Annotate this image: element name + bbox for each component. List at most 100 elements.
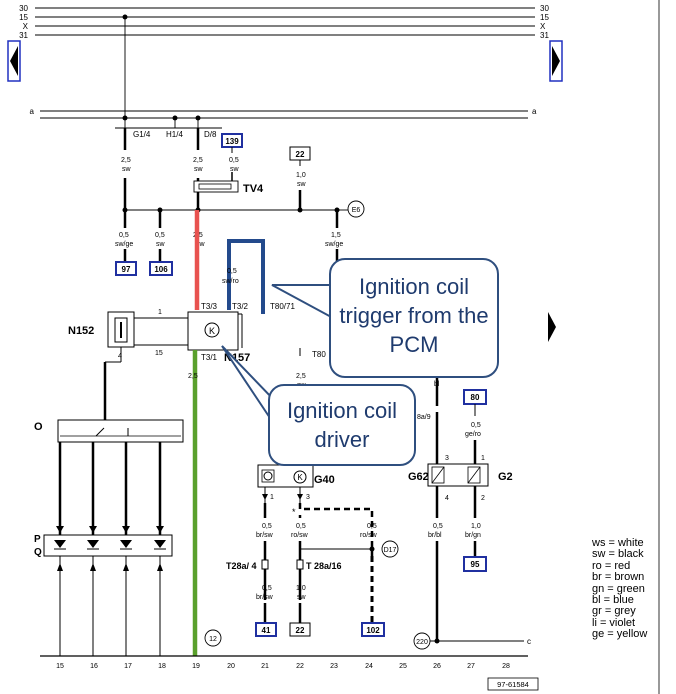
svg-text:0,5: 0,5 — [119, 232, 129, 239]
bus-label-31-right: 31 — [540, 31, 549, 40]
svg-text:sw: sw — [297, 181, 307, 188]
svg-text:0,5: 0,5 — [262, 585, 272, 592]
svg-text:sw: sw — [122, 166, 132, 173]
svg-text:0,5: 0,5 — [262, 523, 272, 530]
svg-text:T3/2: T3/2 — [232, 302, 249, 311]
svg-text:T3/1: T3/1 — [201, 353, 218, 362]
svg-text:c: c — [527, 637, 531, 646]
svg-text:22: 22 — [296, 626, 305, 635]
svg-text:T28a/ 4: T28a/ 4 — [226, 561, 257, 571]
ref-box-22-bottom[interactable] — [289, 622, 311, 637]
svg-text:2,5: 2,5 — [296, 373, 306, 380]
svg-text:P: P — [34, 534, 41, 545]
g2-label: G2 — [498, 471, 513, 483]
svg-text:0,5: 0,5 — [296, 523, 306, 530]
svg-text:0,5: 0,5 — [155, 232, 165, 239]
svg-text:16: 16 — [90, 663, 98, 670]
svg-text:26: 26 — [433, 663, 441, 670]
svg-text:0,5: 0,5 — [229, 157, 239, 164]
svg-text:sw: sw — [230, 166, 240, 173]
svg-text:95: 95 — [471, 560, 480, 569]
n152-component: N152 1 15 4 — [68, 309, 188, 360]
callout-driver: Ignition coil driver — [268, 384, 416, 466]
next-page-arrow-icon[interactable] — [549, 40, 563, 82]
prev-page-arrow-icon[interactable] — [7, 40, 21, 82]
legend-item: ro = red — [592, 559, 631, 572]
pq-component: P Q — [34, 534, 173, 558]
callout-driver-text: Ignition coil driver — [286, 398, 398, 452]
next-arrow-icon[interactable] — [548, 312, 556, 342]
svg-text:22: 22 — [296, 663, 304, 670]
ref-box-102[interactable] — [361, 622, 385, 637]
svg-text:sw/ge: sw/ge — [115, 241, 133, 248]
svg-text:sw: sw — [194, 166, 204, 173]
ref-box-97[interactable] — [115, 261, 137, 276]
svg-text:41: 41 — [262, 626, 271, 635]
bus-label-31-left: 31 — [19, 31, 28, 40]
g40-component: K G40 1 3 — [257, 464, 335, 501]
ref-box-106[interactable] — [149, 261, 173, 276]
svg-text:80: 80 — [471, 393, 480, 402]
legend-item: ge = yellow — [592, 628, 648, 641]
bus-label-30-right: 30 — [540, 4, 549, 13]
ref-box-95[interactable] — [463, 556, 487, 572]
bus-label-15-left: 15 — [19, 13, 28, 22]
bus-label-30-left: 30 — [19, 4, 28, 13]
ground-12 — [204, 629, 222, 647]
svg-text:19: 19 — [192, 663, 200, 670]
svg-text:sw: sw — [156, 241, 166, 248]
g62-g2-component: G62 G2 — [408, 463, 513, 487]
trigger-trace-blue — [227, 239, 265, 314]
terminal-h14: H1/4 — [166, 130, 183, 139]
terminal-d8: D/8 — [204, 130, 217, 139]
svg-text:sw/ge: sw/ge — [325, 241, 343, 248]
bottom-track-numbers: 15 16 17 18 19 20 21 22 23 24 25 26 27 2… — [56, 663, 510, 670]
svg-text:25: 25 — [399, 663, 407, 670]
legend-item: ws = white — [592, 537, 644, 549]
terminal-g14: G1/4 — [133, 130, 151, 139]
svg-text:15: 15 — [155, 350, 163, 357]
svg-text:3: 3 — [306, 494, 310, 501]
svg-text:sw: sw — [297, 594, 307, 601]
svg-text:0,5: 0,5 — [227, 268, 237, 275]
svg-text:1: 1 — [158, 309, 162, 316]
svg-text:21: 21 — [261, 663, 269, 670]
svg-text:0,5: 0,5 — [367, 523, 377, 530]
svg-text:0,5: 0,5 — [433, 523, 443, 530]
svg-text:1,5: 1,5 — [331, 232, 341, 239]
svg-text:T 28a/16: T 28a/16 — [306, 561, 342, 571]
ref-code: 97-61584 — [497, 680, 529, 689]
svg-text:15: 15 — [56, 663, 64, 670]
svg-text:1: 1 — [270, 494, 274, 501]
ref-box-41[interactable] — [255, 622, 277, 637]
svg-text:ro/sw: ro/sw — [360, 532, 378, 539]
o-component: O — [34, 419, 184, 443]
svg-text:ro/sw: ro/sw — [291, 532, 309, 539]
svg-text:sw/ro: sw/ro — [222, 278, 239, 285]
svg-text:8a/9: 8a/9 — [417, 414, 431, 421]
svg-text:2,5: 2,5 — [193, 157, 203, 164]
svg-text:220: 220 — [416, 639, 428, 646]
ref-code-box — [487, 677, 539, 691]
svg-text:20: 20 — [227, 663, 235, 670]
callout-trigger-text: Ignition coil trigger from the PCM — [339, 274, 489, 357]
bus-a: a a G1/4 H1/4 D/8 — [30, 107, 537, 139]
svg-text:1: 1 — [481, 455, 485, 462]
svg-text:br/bl: br/bl — [428, 532, 442, 539]
splice-d17 — [381, 540, 399, 558]
svg-text:17: 17 — [124, 663, 132, 670]
pq-wires — [56, 442, 164, 535]
svg-text:br/gn: br/gn — [465, 532, 481, 539]
legend-item: li = violet — [592, 616, 636, 629]
legend-item: br = brown — [592, 571, 645, 584]
svg-text:T80: T80 — [312, 350, 326, 359]
bus-label-x-right: X — [540, 22, 546, 31]
svg-text:Q: Q — [34, 547, 42, 558]
legend-item: gr = grey — [592, 605, 636, 618]
svg-text:1,0: 1,0 — [296, 585, 306, 592]
svg-text:K: K — [297, 473, 303, 482]
svg-text:27: 27 — [467, 663, 475, 670]
bus-label-15-right: 15 — [540, 13, 549, 22]
svg-text:2,5: 2,5 — [121, 157, 131, 164]
